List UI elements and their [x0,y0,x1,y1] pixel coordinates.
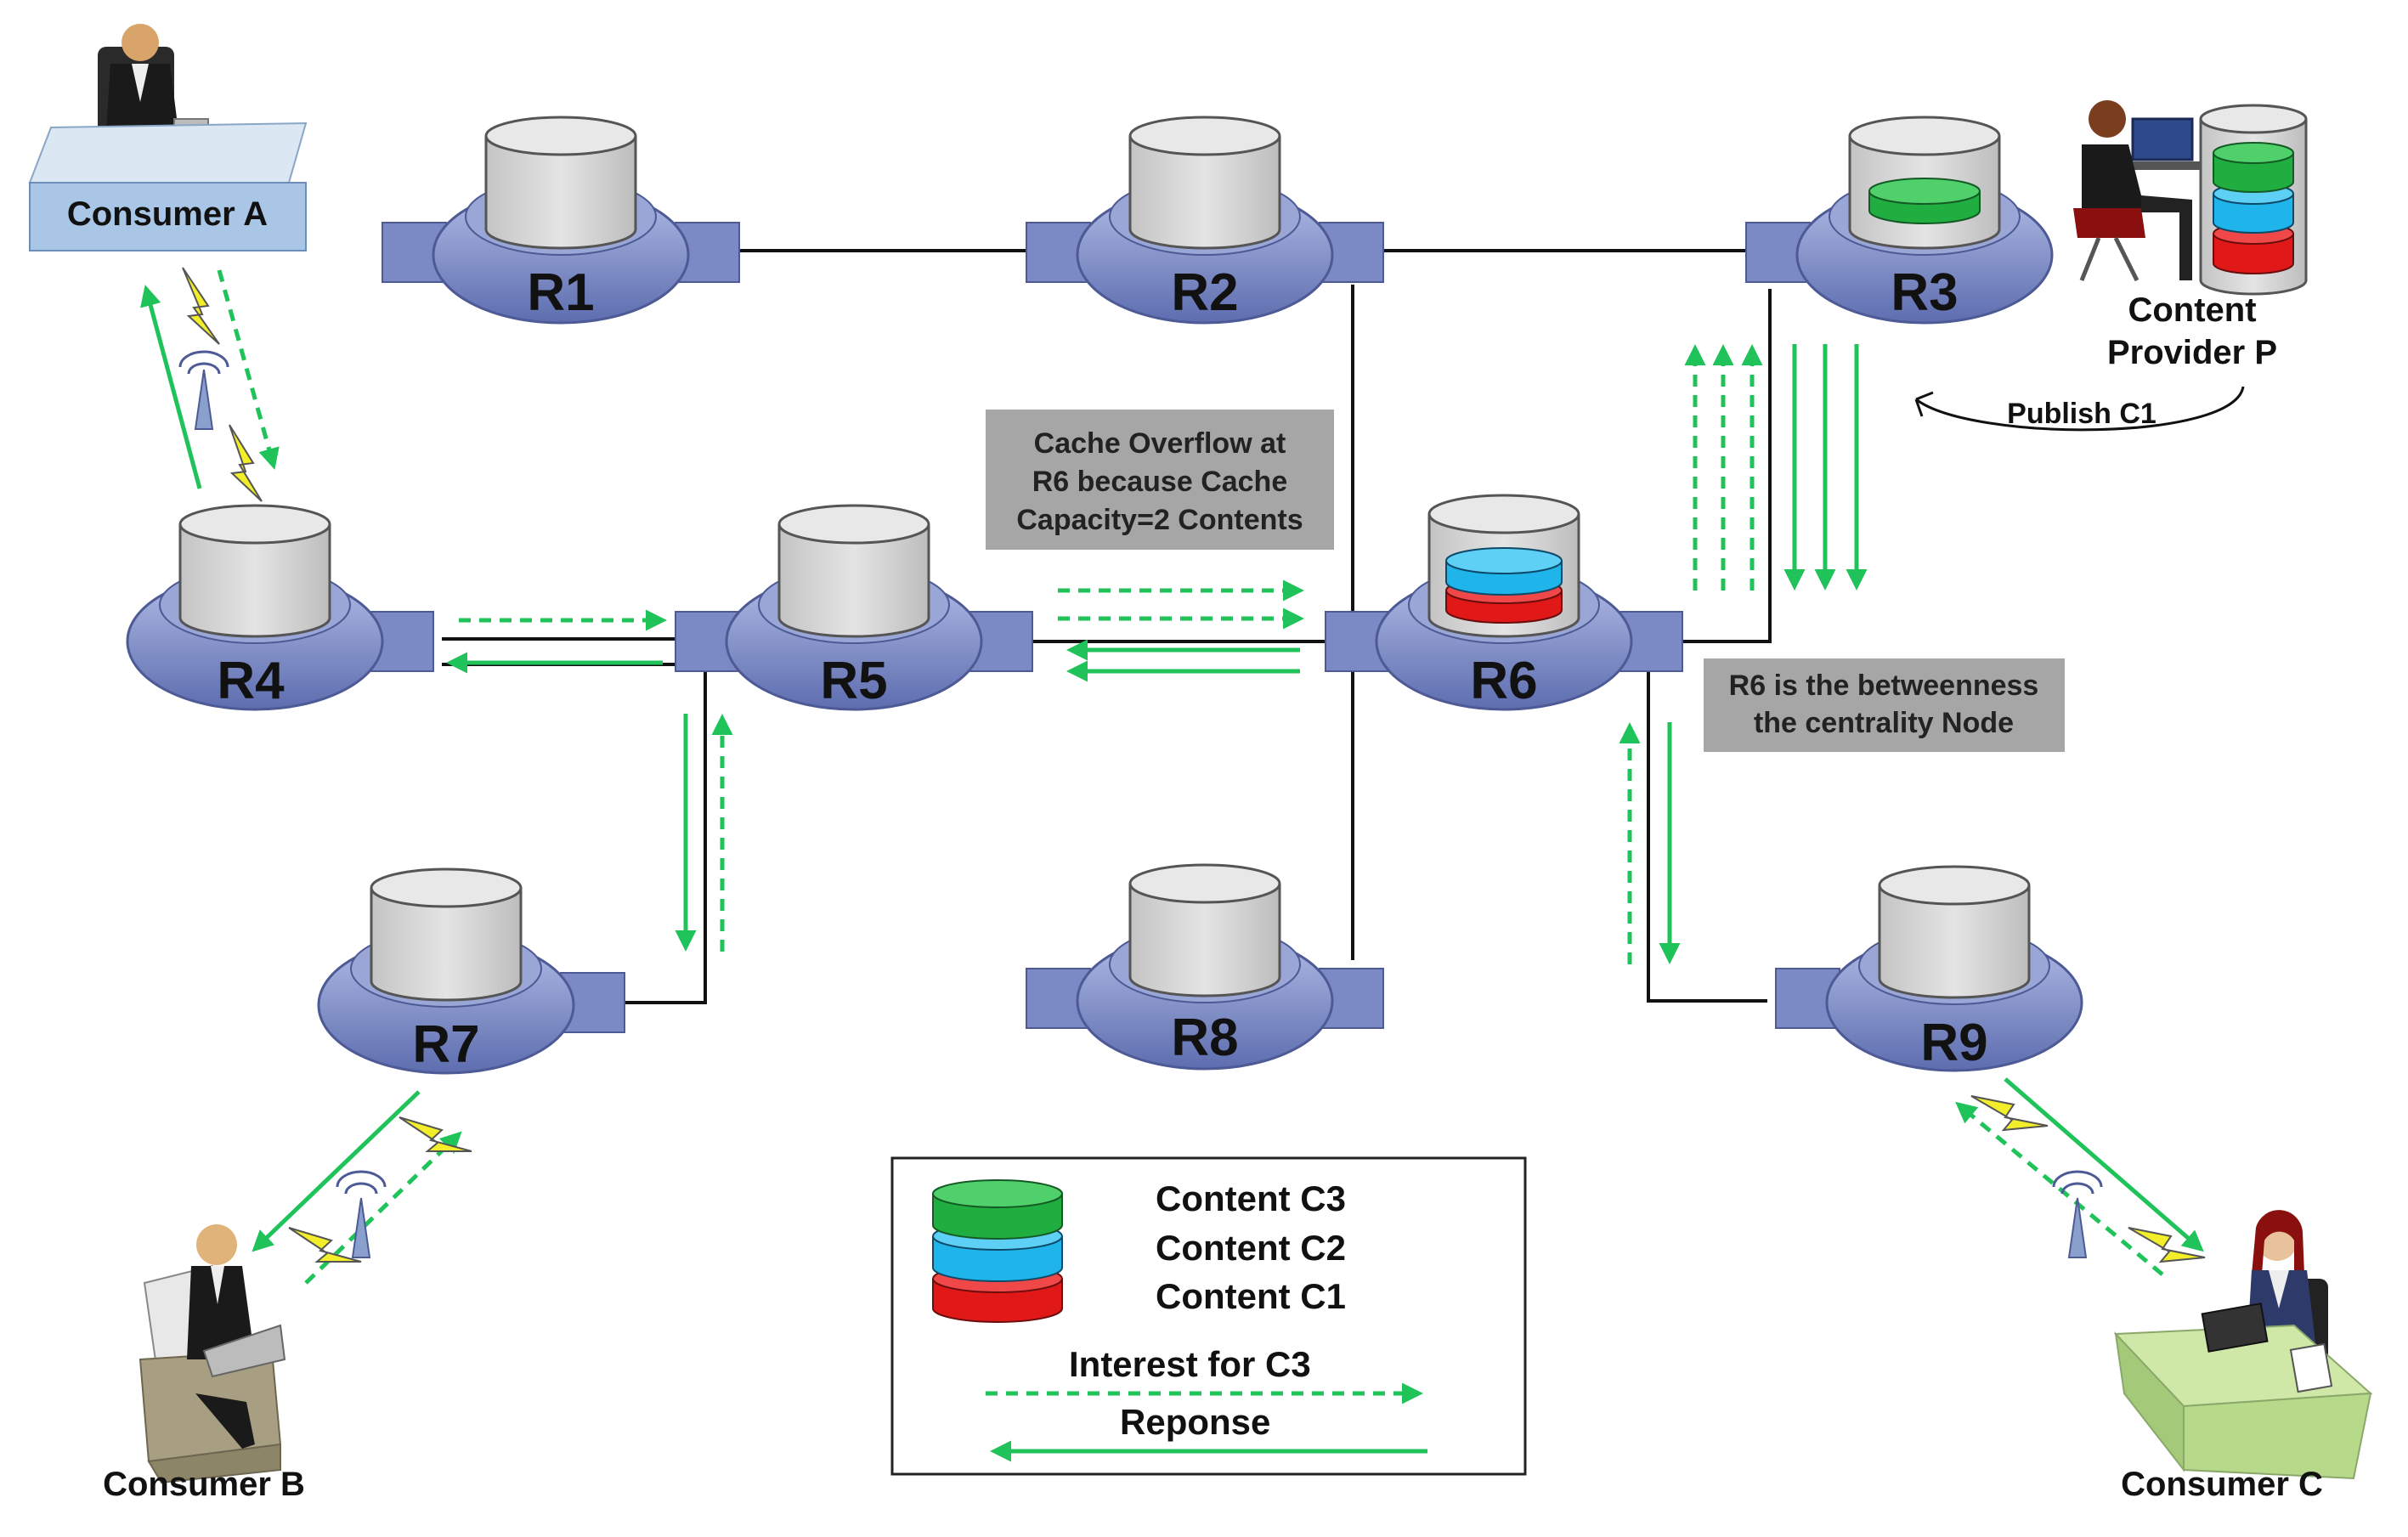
provider-person-icon [2073,100,2201,282]
response-arrow [140,285,202,489]
wireless-links [178,267,2206,1263]
legend-c1: Content C1 [1156,1276,1346,1316]
consumer-b-person-icon [138,1224,286,1484]
consumer-a-desk [28,121,308,251]
router-label: R5 [820,652,887,710]
legend-c2: Content C2 [1156,1228,1346,1268]
publish-arrowhead [1914,391,1934,417]
provider-storage [2199,104,2308,296]
router-label: R4 [217,652,285,710]
wireless-icon-c [1970,1095,2206,1263]
consumer-a: Consumer A [28,24,308,251]
router-r9: R9 [1775,865,2083,1072]
link-r6-r9 [1647,671,1767,1003]
note-line: Cache Overflow at [1034,427,1286,460]
router-label: R6 [1470,652,1537,710]
router-label: R2 [1171,263,1238,322]
cache-content-c3 [1868,178,1981,224]
provider-label-line1: Content [2128,291,2256,329]
router-label: R7 [412,1015,479,1074]
router-label: R8 [1171,1009,1238,1067]
publish-arc [1915,386,2245,432]
note-cache-overflow: Cache Overflow at R6 because Cache Capac… [986,410,1334,550]
legend-response-label: Reponse [1120,1402,1270,1442]
note-line: R6 because Cache [1032,466,1288,498]
consumer-b: Consumer B [103,1224,305,1503]
cache-content-c2 [1445,547,1563,596]
consumer-c: Consumer C [2113,1210,2373,1503]
legend-interest-label: Interest for C3 [1069,1344,1311,1384]
router-label: R3 [1891,263,1958,322]
legend: Content C3 Content C2 Content C1 Interes… [890,1156,1527,1476]
publish-label: Publish C1 [2007,398,2156,430]
legend-c3: Content C3 [1156,1178,1346,1218]
interest-arrow [217,269,280,470]
router-r2: R2 [1026,116,1384,325]
router-r4: R4 [126,504,434,711]
link-r5-r7 [625,671,707,1004]
note-betweenness-centrality: R6 is the betweenness the centrality Nod… [1704,658,2065,752]
consumer-c-desk [2113,1302,2373,1480]
consumer-c-label: Consumer C [2121,1466,2323,1503]
link-r3-r6 [1674,289,1772,643]
router-r8: R8 [1026,863,1384,1071]
router-r3: R3 [1745,116,2054,325]
router-r6: R6 [1325,494,1683,711]
router-r7: R7 [317,867,625,1075]
interest-arrow [1955,1101,2164,1276]
wireless-icon-a [178,267,263,502]
router-r1: R1 [382,116,740,325]
provider-label-line2: Provider P [2107,334,2277,371]
router-r5: R5 [675,504,1033,711]
flow-arrows [140,269,2204,1285]
response-arrow [252,1090,421,1252]
content-provider-p: Content Provider P Publish C1 [1914,100,2308,432]
consumer-b-label: Consumer B [103,1466,305,1503]
response-arrow [2004,1077,2204,1252]
interest-arrow [304,1131,462,1285]
router-label: R1 [527,263,594,322]
note-line: Capacity=2 Contents [1016,504,1303,536]
note-line: R6 is the betweenness [1729,670,2039,702]
wireless-icon-b [288,1116,472,1263]
router-label: R9 [1920,1014,1987,1072]
legend-stack-icon [932,1179,1063,1323]
consumer-a-label: Consumer A [67,195,268,233]
note-line: the centrality Node [1754,707,2014,739]
